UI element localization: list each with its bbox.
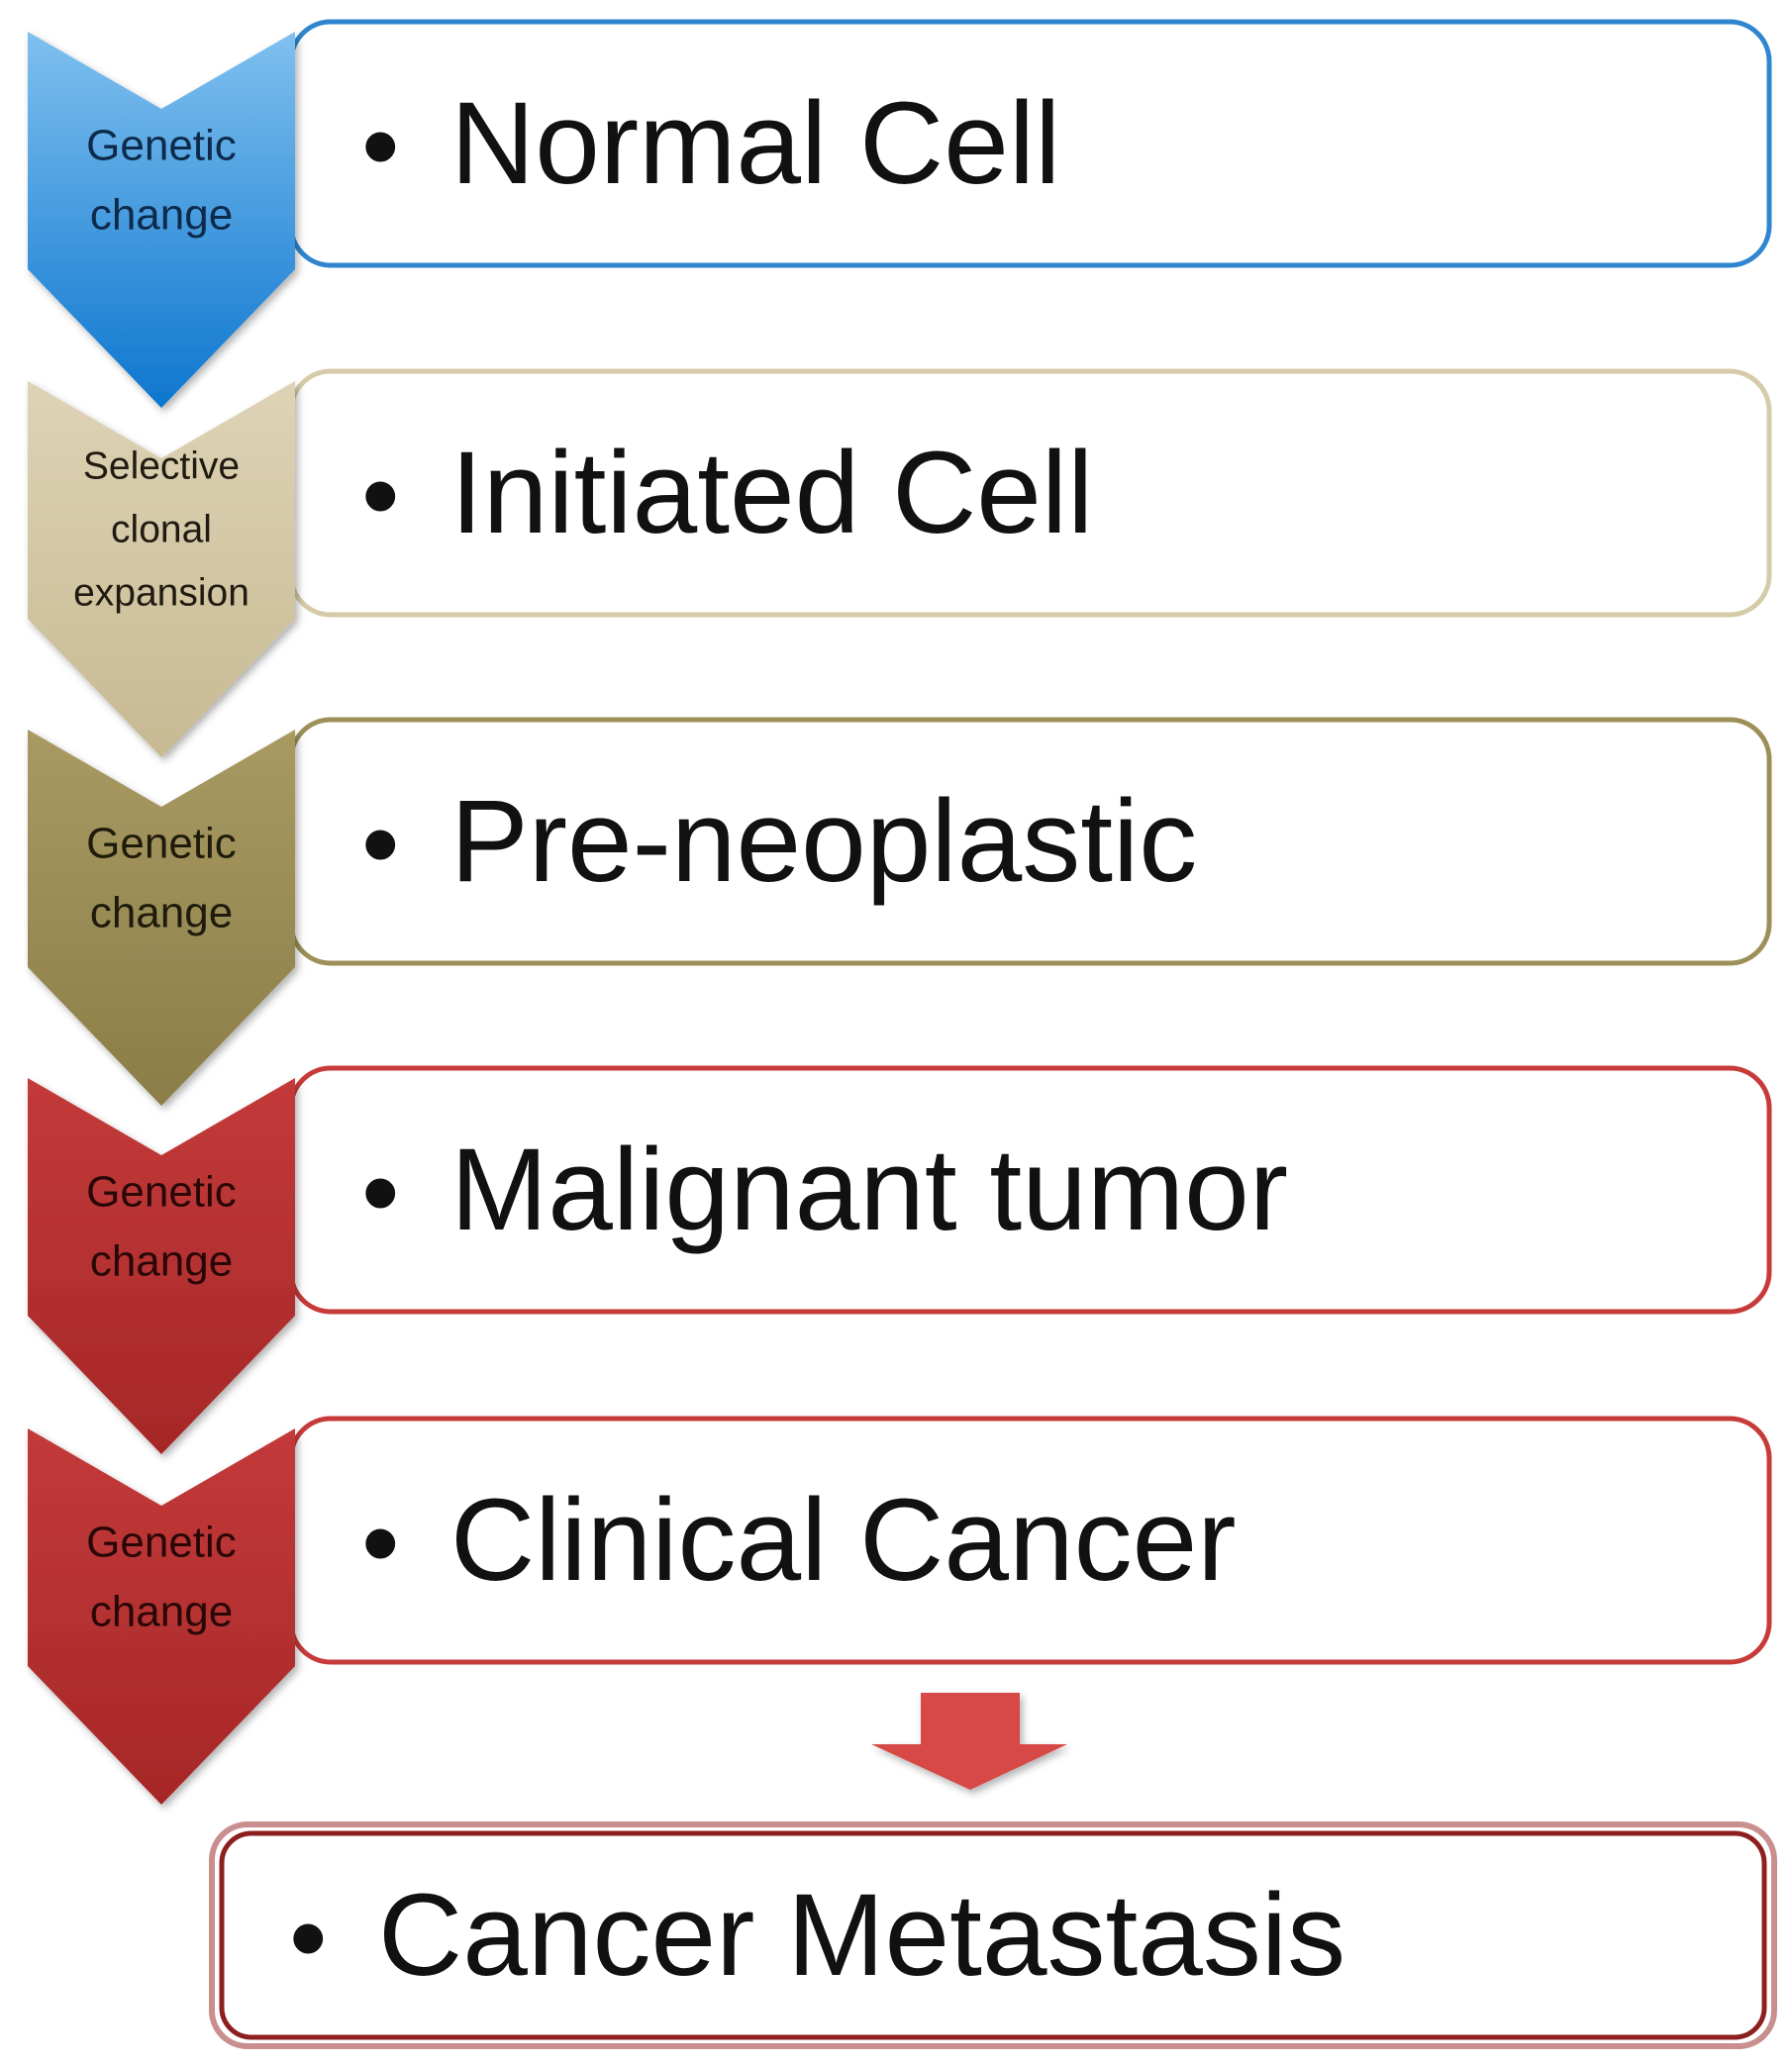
chevron-label-line: Genetic xyxy=(86,1167,237,1216)
chevron-label-line: Genetic xyxy=(86,819,237,867)
chevron-label-line: expansion xyxy=(73,572,249,615)
step-label: Pre-neoplastic xyxy=(450,776,1197,907)
chevron-label-line: change xyxy=(90,1587,233,1635)
bullet-marker: • xyxy=(361,85,400,207)
bullet-marker: • xyxy=(361,1131,400,1253)
chevron-label-line: change xyxy=(90,888,233,936)
chevron-label-line: Genetic xyxy=(86,1518,237,1566)
bullet-marker: • xyxy=(361,783,400,905)
final-layer: • Cancer Metastasis xyxy=(209,1693,1777,2049)
step-label: Malignant tumor xyxy=(450,1125,1288,1255)
chevron-arrow xyxy=(28,1428,295,1805)
step-3: Genetic change • Pre-neoplastic xyxy=(28,717,1772,1106)
step-4: Genetic change • Malignant tumor xyxy=(28,1065,1772,1454)
chevron-label-line: change xyxy=(90,1236,233,1285)
step-label: Normal Cell xyxy=(450,78,1060,209)
bullet-marker: • xyxy=(361,1482,400,1604)
chevron-label-line: Selective xyxy=(83,445,240,488)
bullet-marker: • xyxy=(289,1877,328,1999)
final-box-inner xyxy=(219,1830,1767,2040)
step-label: Clinical Cancer xyxy=(450,1475,1237,1606)
chevron-arrow xyxy=(28,1078,295,1454)
chevron-arrow xyxy=(28,32,295,408)
down-arrow-icon xyxy=(871,1693,1067,1790)
step-5: Genetic change • Clinical Cancer xyxy=(28,1416,1772,1805)
final-step: • Cancer Metastasis xyxy=(209,1821,1777,2049)
chevron-arrow xyxy=(28,381,295,757)
step-label: Initiated Cell xyxy=(450,428,1093,558)
chevron-arrow xyxy=(28,730,295,1106)
final-label: Cancer Metastasis xyxy=(378,1870,1345,2001)
chevron-label-line: change xyxy=(90,190,233,239)
chevron-label-line: clonal xyxy=(111,509,212,551)
step-2: Selective clonal expansion • Initiated Cell xyxy=(28,368,1772,757)
chevron-label-line: Genetic xyxy=(86,121,237,169)
step-1: Genetic change • Normal Cell xyxy=(28,19,1772,408)
bullet-marker: • xyxy=(361,435,400,556)
final-box-outer xyxy=(209,1821,1777,2049)
